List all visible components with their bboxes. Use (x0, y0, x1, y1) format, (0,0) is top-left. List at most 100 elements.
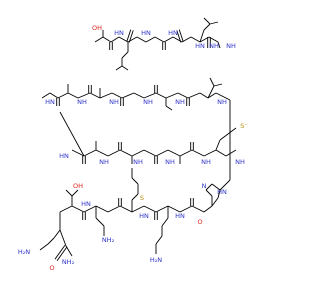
backbone-row-1 (110, 36, 120, 43)
leucine-side-chain-1 (121, 65, 129, 71)
terminal-carbonyl-o-label: O (49, 264, 54, 272)
ethyl-side-chain (165, 105, 173, 111)
carbonyl-bond (128, 30, 134, 43)
backbone-row-2 (207, 92, 217, 99)
backbone-row-4 (143, 205, 157, 213)
long-link-bond (59, 111, 85, 157)
valine-side-chain (207, 85, 215, 99)
carbonyl-bond (178, 29, 184, 42)
backbone-row-4 (107, 205, 121, 213)
imidazole-hn-label: HN (217, 188, 227, 196)
methionine-side-chain (219, 133, 229, 141)
backbone-row-2 (133, 92, 145, 99)
backbone-row-3 (95, 149, 109, 157)
n-terminal-chain (53, 229, 61, 239)
backbone-row-3 (191, 149, 205, 157)
n-terminal-chain (59, 229, 67, 247)
asparagine-nh2-label: NH₂ (102, 236, 115, 244)
thioether-s-label: S (140, 194, 144, 202)
lysine-side-chain (161, 217, 169, 227)
lysine-side-chain (155, 235, 163, 245)
backbone-row-1 (154, 36, 165, 43)
backbone-row-3 (119, 149, 133, 157)
methionine-side-chain-2 (131, 177, 139, 185)
amide-nh-label: NH (133, 158, 143, 166)
backbone-row-1 (94, 36, 104, 43)
amide-hn-label: HN (114, 29, 124, 37)
backbone-row-2 (199, 92, 209, 99)
lysine-amine-label: H₂N (150, 256, 162, 264)
backbone-row-2 (143, 92, 157, 99)
backbone-row-4 (131, 205, 145, 213)
n-terminal-chain (47, 237, 55, 245)
histidine-ring (205, 183, 213, 191)
amide-hn-label: HN (141, 29, 151, 37)
backbone-row-3 (167, 149, 181, 157)
amide-hn-label: HN (81, 200, 91, 208)
backbone-row-4 (191, 205, 205, 213)
histidine-ring (217, 189, 221, 199)
amide-nh-label: NH (175, 98, 185, 106)
backbone-row-3 (71, 149, 85, 157)
amide-nh-label: NH (109, 98, 119, 106)
n-terminal-chain (65, 245, 73, 257)
hydroxyl-oh-label: OH (92, 24, 102, 32)
backbone-row-2 (155, 92, 167, 99)
amide-nh-label: NH (235, 158, 245, 166)
carbonyl-bond (56, 246, 68, 262)
backbone-row-2 (99, 92, 113, 99)
backbone-row-2 (121, 92, 135, 99)
methionine-side-chain-2 (131, 193, 139, 201)
backbone-turn (217, 41, 221, 49)
valine-branch (209, 77, 215, 87)
leucine-side-chain-2 (199, 29, 205, 43)
backbone-row-4 (167, 205, 181, 213)
backbone-row-4 (119, 205, 133, 213)
backbone-row-1 (145, 36, 156, 43)
backbone-row-1 (163, 36, 174, 43)
long-link-bond (215, 92, 231, 101)
carbonyl-bond (176, 30, 182, 43)
amide-nh-label: NH (217, 98, 227, 106)
backbone-row-2 (111, 92, 123, 99)
backbone-row-3 (179, 149, 193, 157)
histidine-ring (205, 189, 213, 197)
backbone-row-2 (89, 92, 101, 99)
histidine-ring (211, 183, 221, 191)
amide-hn-label: HN (139, 212, 149, 220)
histidine-ring (203, 205, 213, 213)
methionine-side-chain (215, 139, 221, 151)
backbone-row-3 (83, 149, 97, 157)
valine-side-chain (213, 83, 223, 87)
backbone-row-2 (41, 92, 51, 99)
backbone-row-2 (165, 92, 179, 99)
amide-hn-label: HN (175, 212, 185, 220)
amide-nh-label: NH (77, 98, 87, 106)
amide-nh-label: NH (201, 158, 211, 166)
amide-hn-label: HN (195, 42, 205, 50)
threonine-branch (65, 189, 73, 197)
carbonyl-bond (126, 29, 132, 42)
amide-hn-label: HN (45, 98, 55, 106)
backbone-row-1 (102, 36, 112, 43)
backbone-row-3 (203, 149, 217, 157)
backbone-row-3 (215, 149, 227, 157)
backbone-row-2 (49, 92, 59, 99)
leucine-branch-2 (209, 21, 219, 25)
backbone-row-2 (57, 92, 69, 99)
backbone-row-2 (77, 92, 91, 99)
backbone-row-2 (187, 92, 201, 99)
amide-nh-label: NH (226, 42, 236, 50)
terminal-amide-nh2-label: NH₂ (62, 258, 75, 266)
asparagine-side-chain (95, 217, 105, 227)
imidazole-n-label: N (202, 182, 207, 190)
backbone-row-3 (107, 149, 121, 157)
n-terminal-chain (39, 243, 49, 251)
backbone-row-4 (71, 205, 85, 213)
amide-nh-label: NH (99, 158, 109, 166)
n-terminal-amine-label: H₂N (18, 248, 30, 256)
amide-hn-label: HN (168, 29, 178, 37)
leucine-side-chain-1 (121, 51, 129, 59)
